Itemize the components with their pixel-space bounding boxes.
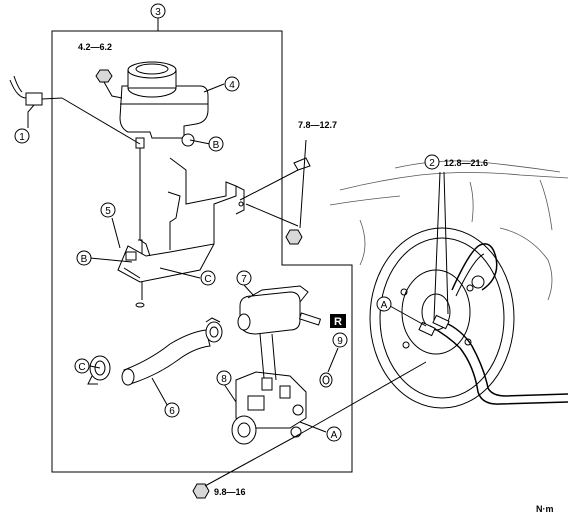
brake-pipes — [418, 314, 568, 405]
callout-3: 3 — [150, 3, 166, 31]
torque-mount-nut: 9.8—16 — [214, 487, 246, 497]
torque-bracket-bolt: 7.8—12.7 — [298, 120, 337, 130]
callout-b-lower: B — [76, 250, 92, 266]
hose-clamp-lower — [87, 355, 111, 385]
r-badge-label: R — [334, 316, 342, 328]
mount-nut — [192, 483, 210, 499]
callout-4: 4 — [224, 76, 240, 92]
callout-b-upper: B — [208, 136, 224, 152]
callout-c-upper-label: C — [204, 274, 211, 285]
callout-7-label: 7 — [241, 274, 247, 285]
callout-9-label: 9 — [337, 336, 343, 347]
fluid-level-sensor-connector — [9, 75, 63, 106]
reservoir-bracket — [117, 157, 245, 283]
torque-cap-nut: 4.2—6.2 — [78, 42, 112, 52]
callout-a-lower-label: A — [331, 430, 338, 441]
assembly-boundary — [51, 30, 353, 473]
callout-6: 6 — [164, 402, 180, 418]
callout-1-label: 1 — [19, 132, 25, 143]
callout-5-label: 5 — [105, 206, 111, 217]
callout-a-upper: A — [376, 296, 392, 312]
seal-ring — [319, 372, 333, 388]
callout-8: 8 — [216, 370, 232, 386]
callout-3-label: 3 — [155, 7, 161, 18]
sensor-washer — [135, 302, 145, 308]
reservoir-hose — [121, 329, 211, 386]
cap-nut — [95, 69, 123, 99]
callout-c-upper: C — [200, 270, 216, 286]
callout-c-lower: C — [74, 358, 90, 374]
callout-b-upper-label: B — [213, 140, 220, 151]
callout-2-label: 2 — [429, 158, 435, 169]
reservoir — [119, 61, 209, 149]
master-cylinder — [231, 285, 322, 445]
callout-7: 7 — [236, 270, 252, 286]
r-badge: R — [330, 314, 346, 328]
vehicle-body — [329, 160, 568, 301]
callout-6-label: 6 — [169, 406, 175, 417]
callout-9: 9 — [332, 332, 348, 348]
callout-2: 2 — [424, 154, 440, 170]
leader-lines — [27, 83, 449, 433]
torque-brake-pipe: 12.8—21.6 — [444, 158, 488, 168]
unit-label: N·m — [536, 504, 554, 514]
callout-4-label: 4 — [229, 80, 235, 91]
callout-5: 5 — [100, 202, 116, 218]
callout-1: 1 — [14, 128, 30, 144]
callout-a-lower: A — [326, 426, 342, 442]
callout-8-label: 8 — [221, 374, 227, 385]
hose-clamp-upper — [205, 317, 223, 343]
callout-a-upper-label: A — [381, 300, 388, 311]
bracket-bolt — [239, 157, 311, 245]
callout-b-lower-label: B — [81, 254, 88, 265]
callout-c-lower-label: C — [78, 362, 85, 373]
